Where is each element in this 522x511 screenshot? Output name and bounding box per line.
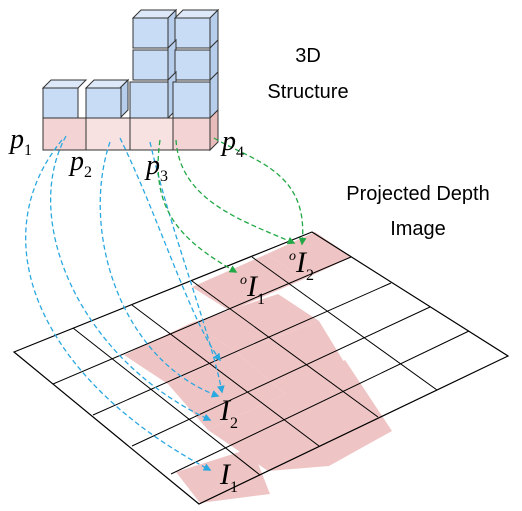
grid-labels: I1 I2 oI1 oI2 [219, 246, 314, 496]
label-I1: I1 [219, 458, 238, 496]
title-3d-line1: 3D [295, 45, 321, 67]
cube [172, 70, 219, 120]
label-oI2: oI2 [289, 246, 314, 284]
cube [132, 38, 177, 82]
title-3d-structure: 3D Structure [267, 45, 348, 103]
label-I2: I2 [219, 394, 238, 432]
cell-center-5 [208, 360, 392, 471]
cell-center-2 [191, 294, 319, 352]
label-oI1: oI1 [240, 270, 265, 308]
arrow-p3-to-oI1 [157, 139, 238, 273]
cell-center-4 [236, 321, 344, 394]
cube-base-p2 [85, 117, 131, 151]
grid-lines [52, 256, 470, 476]
cube [84, 78, 130, 120]
cube-structure [41, 8, 220, 152]
cell-center-3 [168, 352, 285, 430]
title-projected-line2: Image [390, 218, 446, 240]
cube-base-p4 [172, 108, 219, 152]
arrow-p1-to-I1 [25, 139, 212, 471]
point-label-p3: p3 [144, 150, 168, 185]
point-label-p4: p4 [220, 126, 244, 161]
projection-arrows-green [157, 137, 307, 273]
cube [41, 79, 88, 119]
arrow-p2-to-I2 [119, 137, 221, 362]
depth-grid [12, 231, 510, 505]
projection-arrows-cyan [25, 135, 225, 471]
title-3d-line2: Structure [267, 81, 348, 103]
point-label-p1: p1 [8, 124, 32, 159]
arrow-p3-to-oI2 [175, 139, 296, 245]
grid-border [12, 231, 510, 505]
cell-o-i1 [192, 254, 304, 311]
title-projected-depth: Projected Depth Image [346, 183, 489, 240]
cell-i1 [176, 448, 270, 503]
arrow-p1-to-I2 [50, 135, 212, 421]
cube-base-p3 [129, 117, 174, 151]
title-projected-line1: Projected Depth [346, 183, 489, 205]
cube-base-p1 [42, 117, 87, 151]
highlight-cells [124, 232, 392, 503]
cube [131, 8, 178, 50]
cube [173, 8, 220, 50]
point-label-p2: p2 [68, 146, 92, 181]
point-labels: p1 p2 p3 p4 [8, 124, 244, 185]
